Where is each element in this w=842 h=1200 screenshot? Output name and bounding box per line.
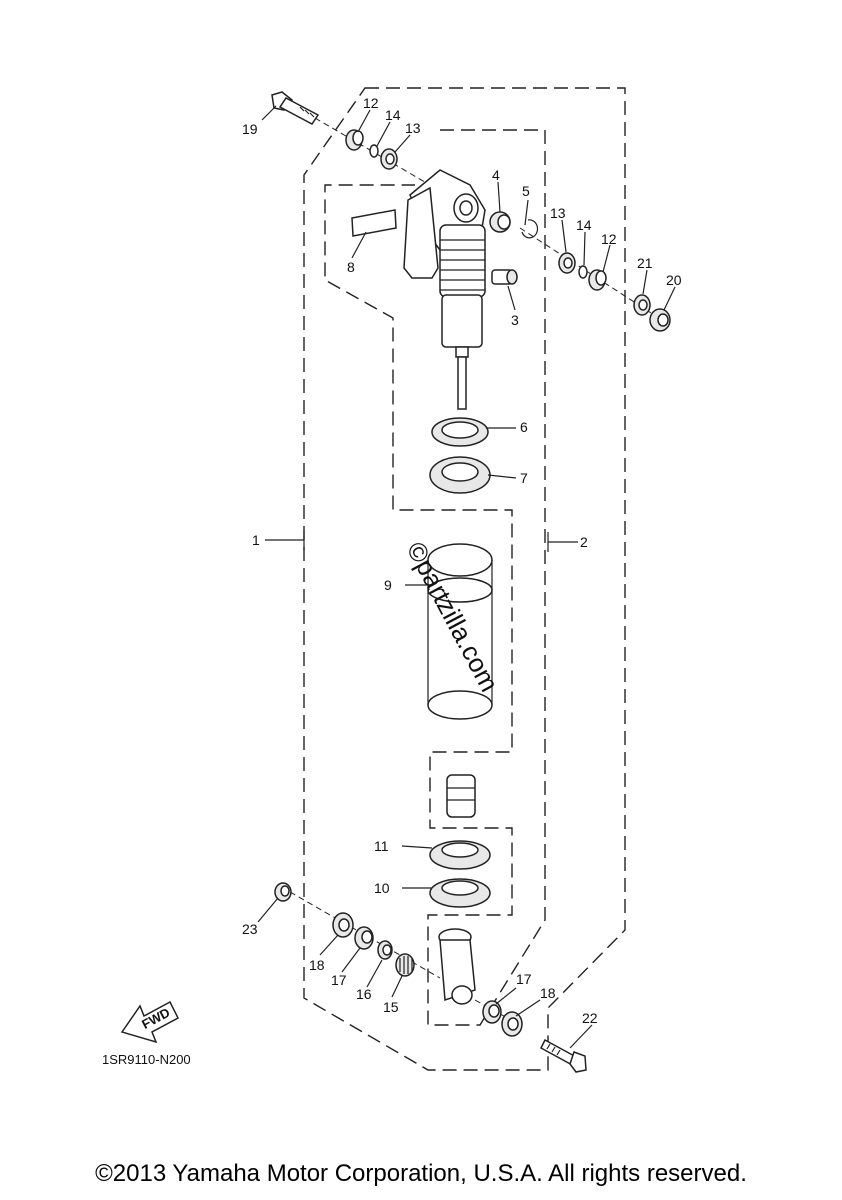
part-7-adjuster-nut [429,456,491,494]
part-22-bolt [540,1038,587,1073]
axis-lower-left [289,891,441,979]
bump-stop [446,774,476,818]
part-17-collar-left [354,926,374,950]
part-17-collar-right [482,1000,502,1024]
callout-19: 19 [242,121,258,137]
callout-12-right: 12 [601,231,617,247]
callout-9: 9 [384,577,392,593]
copyright-notice: ©2013 Yamaha Motor Corporation, U.S.A. A… [95,1160,747,1187]
callout-12-upper: 12 [363,95,379,111]
callout-20: 20 [666,272,682,288]
callout-17-right: 17 [516,971,532,987]
part-3-fitting [491,269,518,285]
callout-16: 16 [356,986,372,1002]
assembly-boundary-outer [303,87,626,1071]
callout-10: 10 [374,880,390,896]
callout-11: 11 [374,838,389,854]
leader-lines [257,105,676,1049]
part-20-nut [649,308,671,332]
part-4-bushing [489,211,511,233]
callout-22: 22 [582,1010,598,1026]
callout-17-left: 17 [331,972,347,988]
part-14-oring-upper [369,144,379,158]
shock-absorber-body [403,169,486,410]
part-14-oring-right [578,265,588,279]
part-13-washer-right [558,252,576,274]
callout-4: 4 [492,167,500,183]
callout-15: 15 [383,999,399,1015]
callout-14-upper: 14 [385,107,401,123]
callout-8: 8 [347,259,355,275]
callout-18-right: 18 [540,985,556,1001]
part-9-spring [427,543,493,720]
part-18-washer-left [332,912,354,938]
callout-13-upper: 13 [405,120,421,136]
callout-7: 7 [520,470,528,486]
part-23-nut [274,882,292,902]
fwd-arrow-icon: FWD [120,1000,179,1044]
callout-5: 5 [522,183,530,199]
part-15-bearing [395,953,415,977]
axis-upper-left [314,117,431,186]
lower-clevis [438,928,476,1005]
callout-2: 2 [580,534,588,550]
part-6-locknut [431,417,489,447]
callout-3: 3 [511,312,519,328]
part-21-washer [633,294,651,316]
part-18-washer-right [501,1011,523,1037]
callout-21: 21 [637,255,653,271]
part-12-collar-right [588,269,607,291]
callout-14-right: 14 [576,217,592,233]
part-10-spring-guide [429,878,491,908]
callout-13-right: 13 [550,205,566,221]
callout-6: 6 [520,419,528,435]
part-5-circlip [521,219,539,239]
part-12-collar-upper [345,129,364,151]
callout-18-left: 18 [309,957,325,973]
diagram-code: 1SR9110-N200 [102,1052,191,1067]
part-8-label [351,209,397,237]
part-13-washer-upper [380,148,398,170]
part-11-spring-seat [429,840,491,870]
part-16-bushing [377,940,393,960]
callout-1: 1 [252,532,260,548]
assembly-boundary-inner [324,129,546,1026]
part-19-bolt [271,91,320,125]
callout-23: 23 [242,921,258,937]
